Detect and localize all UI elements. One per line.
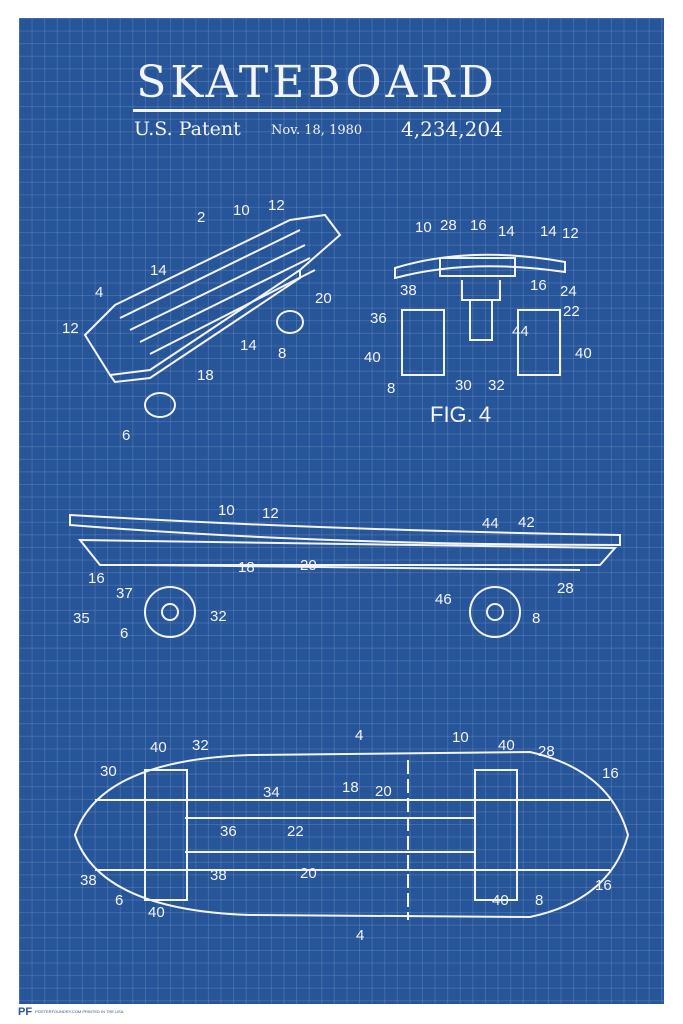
reference-numeral: 40 xyxy=(498,737,515,754)
reference-numeral: 10 xyxy=(452,729,469,746)
reference-numeral: 44 xyxy=(512,323,529,340)
reference-numeral: 40 xyxy=(364,349,381,366)
reference-numeral: 16 xyxy=(602,765,619,782)
reference-numeral: 38 xyxy=(80,872,97,889)
reference-numeral: 6 xyxy=(122,427,130,444)
reference-numeral: 40 xyxy=(492,892,509,909)
reference-numeral: 30 xyxy=(455,377,472,394)
reference-numeral: 22 xyxy=(287,823,304,840)
reference-numeral: 36 xyxy=(370,310,387,327)
reference-numeral: 28 xyxy=(440,217,457,234)
reference-numeral: 8 xyxy=(532,610,540,627)
reference-numeral: 16 xyxy=(470,217,487,234)
reference-numeral: 4 xyxy=(95,284,103,301)
reference-numeral: 20 xyxy=(375,783,392,800)
reference-numeral: 10 xyxy=(218,502,235,519)
reference-numeral: 14 xyxy=(540,223,557,240)
reference-numeral: 18 xyxy=(197,367,214,384)
reference-numeral: 40 xyxy=(148,904,165,921)
figure-label: FIG. 4 xyxy=(430,402,491,427)
reference-numeral: 14 xyxy=(240,337,257,354)
reference-numeral: 36 xyxy=(220,823,237,840)
reference-numeral: 38 xyxy=(400,282,417,299)
reference-numeral: 6 xyxy=(115,892,123,909)
reference-numeral: 12 xyxy=(262,505,279,522)
reference-numeral: 8 xyxy=(278,345,286,362)
patent-date: Nov. 18, 1980 xyxy=(271,123,363,138)
reference-numeral: 38 xyxy=(210,867,227,884)
reference-numeral: 40 xyxy=(150,739,167,756)
reference-numeral: 2 xyxy=(197,209,205,226)
reference-numeral: 18 xyxy=(342,779,359,796)
reference-numeral: 42 xyxy=(518,514,535,531)
perspective-view xyxy=(83,213,342,418)
reference-numeral: 12 xyxy=(62,320,79,337)
blueprint-panel xyxy=(19,18,664,1004)
poster-title: SKATEBOARD xyxy=(136,57,498,108)
reference-numeral: 12 xyxy=(268,197,285,214)
reference-numeral: 8 xyxy=(387,380,395,397)
patent-label: U.S. Patent xyxy=(134,118,241,140)
reference-numeral: 4 xyxy=(356,927,364,944)
reference-numeral: 37 xyxy=(116,585,133,602)
reference-numeral: 14 xyxy=(150,262,167,279)
reference-numeral: 20 xyxy=(300,557,317,574)
reference-numeral: 24 xyxy=(560,283,577,300)
reference-numeral: 34 xyxy=(263,784,280,801)
reference-numeral: 18 xyxy=(238,559,255,576)
reference-numeral: 10 xyxy=(233,202,250,219)
reference-numeral: 14 xyxy=(498,223,515,240)
reference-numeral: 10 xyxy=(415,219,432,236)
reference-numeral: 40 xyxy=(575,345,592,362)
patent-number: 4,234,204 xyxy=(401,117,503,141)
reference-numeral: 4 xyxy=(355,727,363,744)
reference-numeral: 20 xyxy=(300,865,317,882)
reference-numeral: 30 xyxy=(100,763,117,780)
reference-numeral: 22 xyxy=(563,303,580,320)
reference-numeral: 32 xyxy=(210,608,227,625)
reference-numeral: 6 xyxy=(120,625,128,642)
reference-numeral: 8 xyxy=(535,892,543,909)
reference-numeral: 28 xyxy=(557,580,574,597)
title-rule xyxy=(133,109,501,112)
reference-numeral: 46 xyxy=(435,591,452,608)
reference-numeral: 16 xyxy=(88,570,105,587)
side-view xyxy=(69,513,621,638)
reference-numeral: 16 xyxy=(595,877,612,894)
bottom-view xyxy=(73,750,630,920)
section-view: FIG. 4 xyxy=(394,253,566,427)
reference-numeral: 44 xyxy=(482,515,499,532)
reference-numeral: 35 xyxy=(73,610,90,627)
publisher-logo: PF POSTERFOUNDRY.COM PRINTED IN THE USA xyxy=(18,1006,124,1018)
reference-numeral: 28 xyxy=(538,743,555,760)
reference-numeral: 32 xyxy=(488,377,505,394)
reference-numeral: 16 xyxy=(530,277,547,294)
reference-numeral: 32 xyxy=(192,737,209,754)
reference-numeral: 12 xyxy=(562,225,579,242)
reference-numeral: 20 xyxy=(315,290,332,307)
